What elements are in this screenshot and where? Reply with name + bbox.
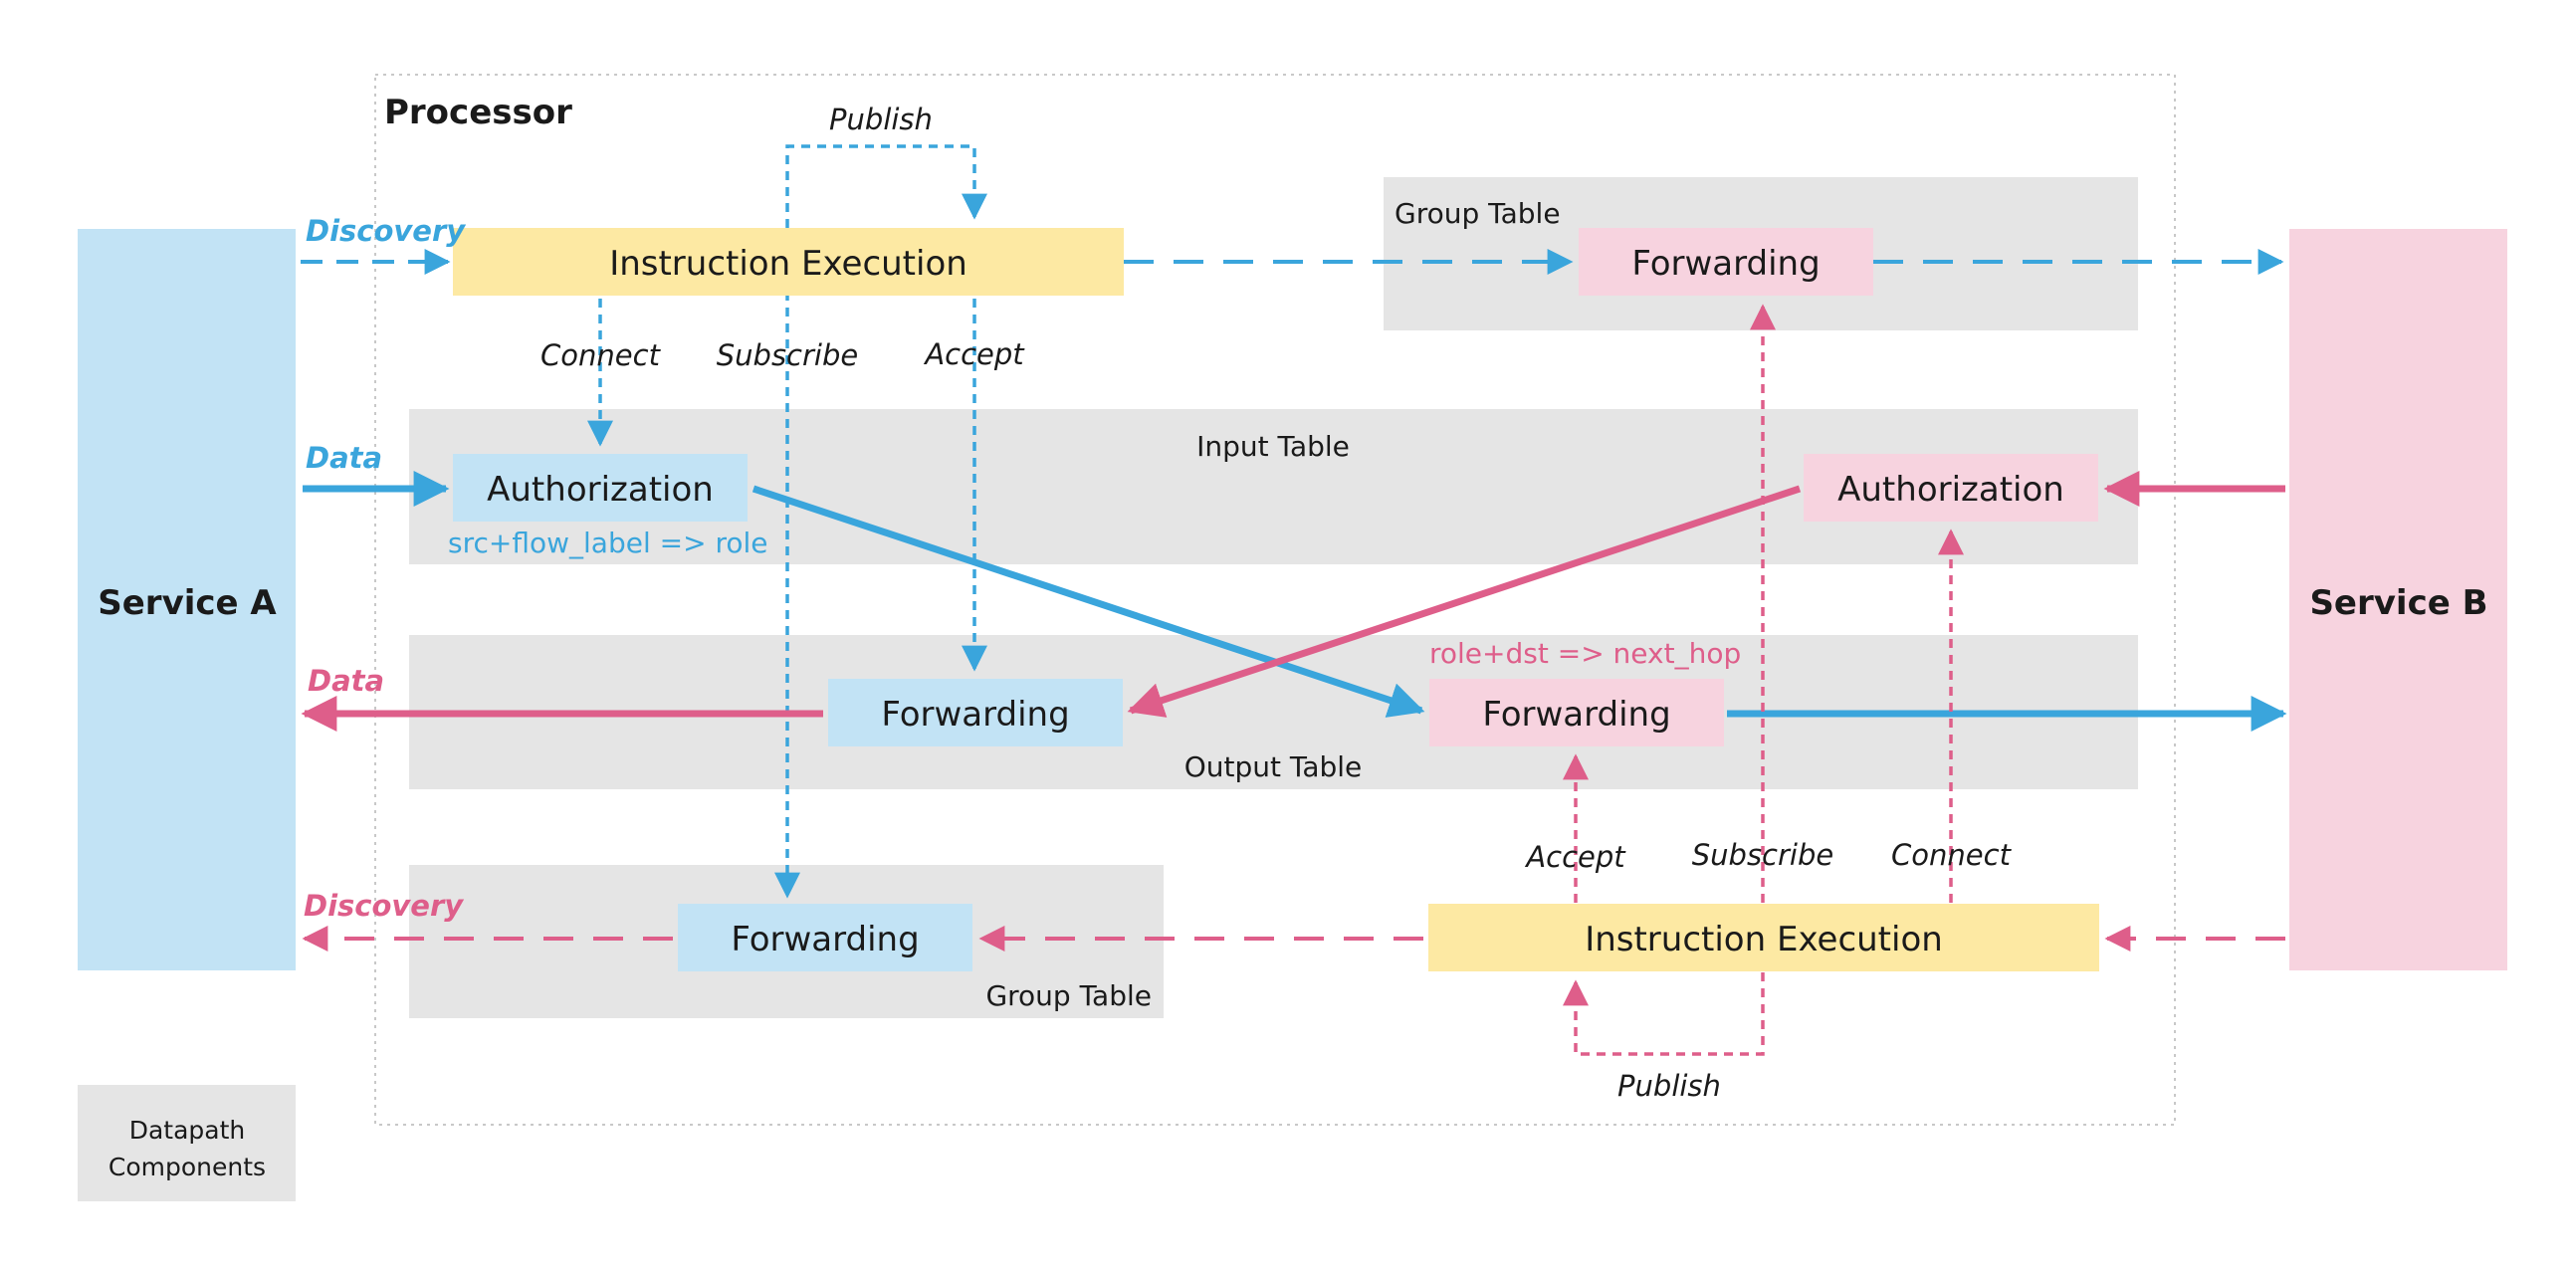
edge-publish-bottom	[1563, 972, 1765, 1056]
processor-boundary	[374, 74, 2176, 1126]
publish-top-label: Publish	[829, 103, 933, 136]
edge-data-a-cross	[751, 485, 1425, 718]
legend-line-2: Components	[108, 1153, 266, 1181]
group-table-bottom-label: Group Table	[985, 979, 1152, 1012]
edge-publish-top	[785, 144, 987, 228]
instruction-execution-top	[453, 228, 1124, 296]
discovery-a-label: Discovery	[306, 214, 466, 248]
authorization-b	[1804, 454, 2098, 522]
forwarding-output-a-label: Forwarding	[881, 695, 1069, 735]
processor-title: Processor	[384, 93, 572, 132]
accept-bottom-label: Accept	[1524, 840, 1626, 874]
accept-top-label: Accept	[923, 337, 1025, 371]
connect-bottom-label: Connect	[1891, 838, 2013, 872]
publish-bottom-label: Publish	[1617, 1069, 1721, 1103]
service-b-box	[2289, 229, 2507, 970]
data-b-label: Data	[308, 664, 384, 698]
service-a-box	[78, 229, 296, 970]
forwarding-group-top-label: Forwarding	[1631, 244, 1820, 284]
forwarding-output-b-label: Forwarding	[1482, 695, 1670, 735]
authorization-a-label: Authorization	[487, 470, 714, 510]
forwarding-group-bottom-label: Forwarding	[731, 920, 919, 959]
subscribe-bottom-label: Subscribe	[1692, 838, 1833, 872]
legend-line-1: Datapath	[129, 1116, 246, 1145]
forwarding-group-bottom	[678, 904, 972, 971]
authorization-b-label: Authorization	[1837, 470, 2064, 510]
forwarding-output-a	[828, 679, 1123, 746]
output-table-label: Output Table	[1184, 750, 1363, 783]
group-table-top-label: Group Table	[1395, 197, 1561, 230]
legend-box	[78, 1085, 296, 1201]
service-b-label: Service B	[2309, 583, 2487, 623]
instruction-execution-bottom	[1428, 904, 2099, 971]
discovery-b-label: Discovery	[304, 889, 464, 923]
authorization-a	[453, 454, 748, 522]
subscribe-top-label: Subscribe	[717, 338, 858, 372]
data-a-label: Data	[306, 441, 382, 475]
forwarding-output-b	[1429, 679, 1724, 746]
instruction-execution-top-label: Instruction Execution	[609, 244, 967, 284]
connect-top-label: Connect	[540, 338, 662, 372]
edge-data-b-cross	[1127, 485, 1802, 718]
forwarding-rule: role+dst => next_hop	[1429, 637, 1741, 670]
authorization-rule: src+flow_label => role	[448, 527, 767, 559]
service-a-label: Service A	[98, 583, 277, 623]
instruction-execution-bottom-label: Instruction Execution	[1585, 920, 1943, 959]
input-table-label: Input Table	[1196, 430, 1350, 463]
forwarding-group-top	[1579, 228, 1873, 296]
